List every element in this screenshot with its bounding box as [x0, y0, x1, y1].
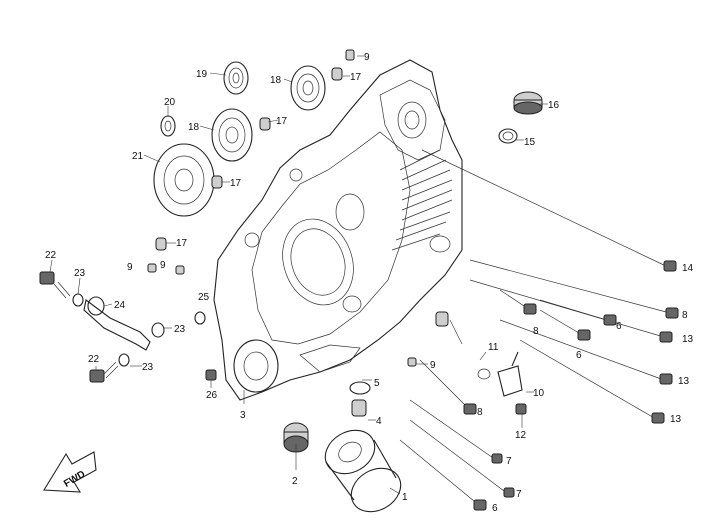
o-ring-15: [498, 128, 518, 144]
bolts-right: [399, 149, 679, 511]
filler-cap-16: [513, 91, 543, 115]
fwd-label: FWD: [62, 469, 87, 490]
callout-14: 14: [682, 263, 694, 274]
callout-23a: 23: [74, 268, 86, 279]
callout-13a: 13: [682, 334, 694, 345]
callout-13c: 13: [670, 414, 682, 425]
callout-23b: 23: [174, 324, 186, 335]
callout-2: 2: [292, 476, 298, 487]
callout-3: 3: [240, 410, 246, 421]
callout-19: 19: [196, 69, 208, 80]
seal-20: [160, 115, 176, 137]
leader-lines: [49, 55, 548, 495]
callout-11: 11: [488, 342, 499, 353]
bearing-18-lower: [211, 108, 253, 162]
callout-6b: 6: [576, 350, 582, 361]
callout-4: 4: [376, 416, 382, 427]
callout-8a: 8: [682, 310, 688, 321]
drain-plug-2: [283, 422, 309, 453]
callout-9d: 9: [430, 360, 436, 371]
callout-25: 25: [198, 292, 210, 303]
callout-22a: 22: [45, 250, 57, 261]
dowel-pins: [147, 49, 449, 367]
callout-labels: 1 2 3 4 5 6 6 6 7 7 8 8 8 9 9 9 9 10 11 …: [45, 52, 694, 514]
callout-7b: 7: [516, 489, 522, 500]
callout-13b: 13: [678, 376, 690, 387]
crankcase-cover: [213, 59, 463, 401]
callout-5: 5: [374, 378, 380, 389]
fwd-arrow-icon: FWD: [43, 451, 97, 493]
callout-8b: 8: [533, 326, 539, 337]
callout-7a: 7: [506, 456, 512, 467]
callout-23c: 23: [142, 362, 154, 373]
callout-17d: 17: [176, 238, 188, 249]
callout-9a: 9: [364, 52, 370, 63]
callout-9c: 9: [160, 260, 166, 271]
callout-12: 12: [515, 430, 527, 441]
callout-6a: 6: [616, 321, 622, 332]
callout-10: 10: [533, 388, 545, 399]
callout-17c: 17: [230, 178, 242, 189]
callout-15: 15: [524, 137, 536, 148]
callout-18a: 18: [270, 75, 282, 86]
plug-4: [349, 381, 371, 417]
callout-16: 16: [548, 100, 560, 111]
bearing-19: [223, 61, 249, 95]
oil-line-fittings: [39, 271, 217, 383]
callout-21: 21: [132, 151, 144, 162]
callout-17a: 17: [350, 72, 362, 83]
bearing-18-upper: [290, 65, 326, 111]
oil-filter-1: [324, 429, 402, 513]
callout-1: 1: [402, 492, 408, 503]
callout-6c: 6: [492, 503, 498, 514]
callout-9b: 9: [127, 262, 133, 273]
callout-22b: 22: [88, 354, 100, 365]
callout-8c: 8: [477, 407, 483, 418]
callout-17b: 17: [276, 116, 288, 127]
sensor-10: [477, 351, 527, 415]
callout-26: 26: [206, 390, 218, 401]
bearing-21: [153, 143, 215, 217]
callout-24: 24: [114, 300, 126, 311]
callout-20: 20: [164, 97, 176, 108]
callout-18b: 18: [188, 122, 200, 133]
